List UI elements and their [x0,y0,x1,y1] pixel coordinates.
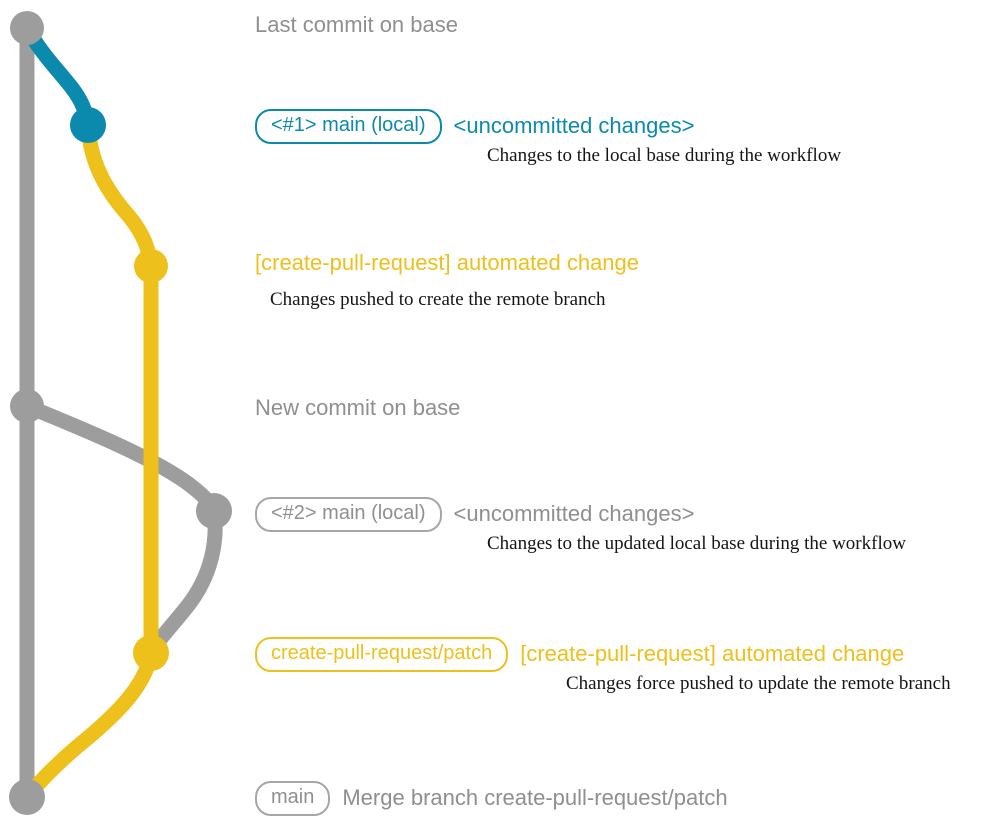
commit-entry-remote-create: [create-pull-request] automated change [255,250,640,275]
commit-subject: [create-pull-request] automated change [520,641,905,667]
commit-subject: Merge branch create-pull-request/patch [342,785,728,811]
commit-node-remote-force-push[interactable] [133,635,169,671]
commit-entry-remote-force-push: create-pull-request/patch [create-pull-r… [255,637,904,672]
edge-local1-to-remote-create [80,117,159,274]
commit-nodes [9,11,232,815]
commit-node-last-commit-on-base[interactable] [10,11,44,45]
commit-entry-local-2: <#2> main (local) <uncommitted changes> [255,497,694,532]
commit-entry-new-commit-on-base: New commit on base [255,395,461,420]
commit-subject: New commit on base [255,395,461,420]
edge-base-to-local2 [19,398,222,519]
ref-pill-main-local-2[interactable]: <#2> main (local) [255,497,442,532]
commit-entry-last-commit-on-base: Last commit on base [255,12,458,37]
ref-pill-main[interactable]: main [255,781,331,816]
commit-entry-merge-commit: main Merge branch create-pull-request/pa… [255,781,728,816]
commit-node-local-1[interactable] [70,107,106,143]
commit-note-remote-create: Changes pushed to create the remote bran… [270,289,606,310]
edge-remote-to-merge [19,645,159,805]
commit-note-remote-force-push: Changes force pushed to update the remot… [566,673,951,694]
edge-local2-to-remote-patch [143,503,223,661]
ref-pill-create-pull-request-patch[interactable]: create-pull-request/patch [255,637,509,672]
commit-node-new-commit-on-base[interactable] [10,389,44,423]
commit-node-remote-create[interactable] [134,249,168,283]
commit-node-local-2[interactable] [196,493,232,529]
commit-note-local-1: Changes to the local base during the wor… [487,145,842,166]
commit-subject: <uncommitted changes> [453,501,695,527]
ref-pill-main-local-1[interactable]: <#1> main (local) [255,109,442,144]
commit-entry-local-1: <#1> main (local) <uncommitted changes> [255,109,694,144]
commit-subject: Last commit on base [255,12,458,37]
commit-subject: <uncommitted changes> [453,113,695,139]
commit-node-merge-commit[interactable] [9,779,45,815]
commit-subject: [create-pull-request] automated change [255,250,640,275]
commit-note-local-2: Changes to the updated local base during… [487,533,906,554]
